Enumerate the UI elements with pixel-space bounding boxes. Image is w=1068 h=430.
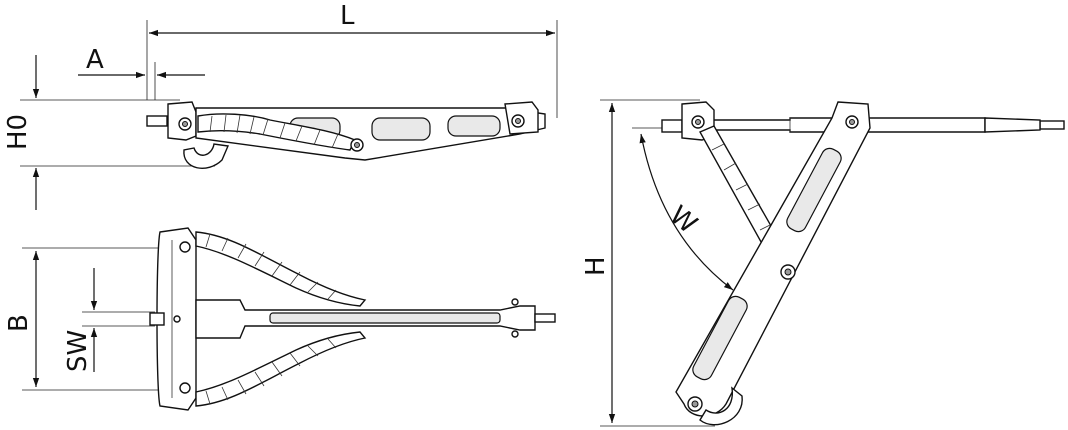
end-bolt-center	[515, 118, 521, 124]
top-view: B SW	[4, 227, 556, 411]
crank-shaft	[146, 115, 168, 127]
base-bolt-bottom	[179, 382, 191, 394]
ext-crank-shaft	[661, 119, 683, 133]
foot-ring	[183, 143, 230, 169]
lower-spindle-arm	[195, 331, 367, 407]
spindle-threads	[209, 114, 339, 149]
side-view: L A H0	[3, 1, 558, 210]
label-w: W	[664, 200, 703, 240]
label-l: L	[340, 1, 355, 31]
upper-spindle-arm	[195, 231, 367, 307]
top-crank-bolt	[173, 315, 181, 323]
label-h: H	[581, 256, 611, 276]
long-leg-slot-2	[692, 295, 748, 381]
beam-slot-2	[447, 115, 501, 137]
ext-foot-ring	[699, 386, 743, 426]
label-sw: SW	[63, 330, 93, 372]
crank-rod-extension	[984, 117, 1041, 133]
label-b: B	[4, 314, 34, 332]
label-h0: H0	[3, 114, 33, 150]
base-bolt-top	[179, 241, 191, 253]
central-slot	[269, 312, 501, 324]
beam-slot-1	[371, 117, 431, 141]
end-pin-top	[511, 298, 519, 306]
end-pin-bottom	[511, 330, 519, 338]
long-leg-slot-1	[786, 147, 842, 233]
joint-bolt-center	[354, 142, 360, 148]
long-leg-top-bolt-center	[849, 119, 855, 125]
label-a: A	[86, 45, 104, 75]
ext-foot-bolt-center	[691, 400, 699, 408]
head-bolt-center	[182, 121, 188, 127]
ext-spindle-threads	[711, 143, 785, 251]
lower-spindle-threads	[205, 338, 337, 405]
upper-spindle-threads	[205, 233, 337, 300]
extended-view: H W	[581, 99, 1065, 427]
crank-rod-tip	[1039, 120, 1065, 130]
ext-joint-bolt-center	[784, 268, 792, 276]
angle-arc-w	[639, 133, 734, 291]
top-crank-shaft	[149, 312, 165, 326]
ext-head-bolt-center	[695, 119, 701, 125]
top-end-pin	[534, 313, 556, 323]
